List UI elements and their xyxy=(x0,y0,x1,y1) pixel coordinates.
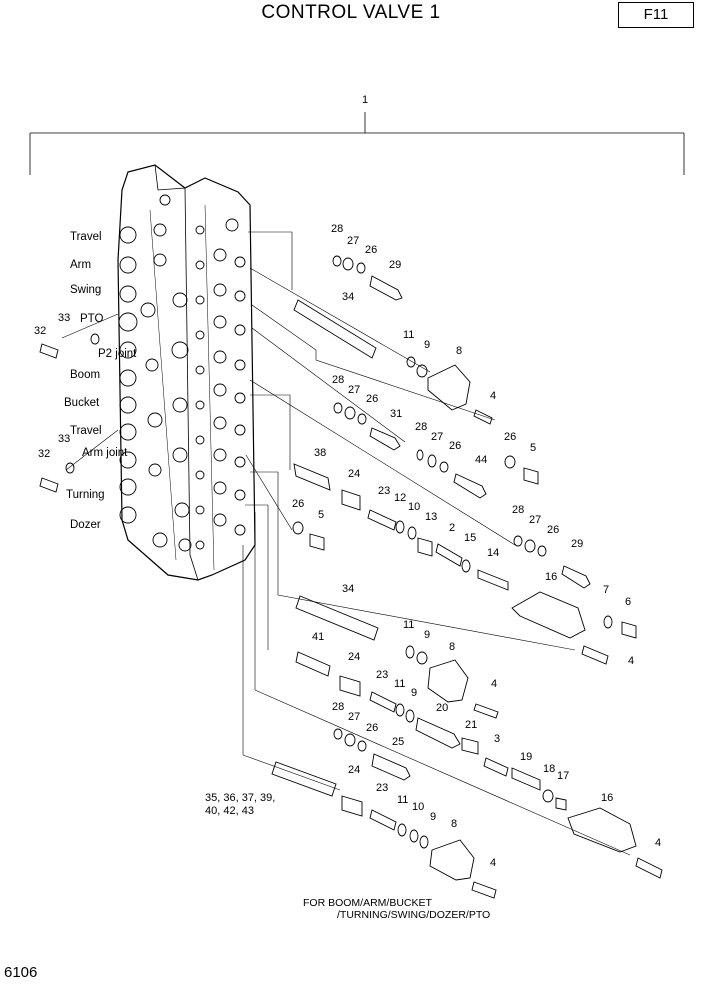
callout-32: 32 xyxy=(38,448,50,460)
label-p2-joint: P2 joint xyxy=(98,348,137,360)
callout-7: 7 xyxy=(603,584,609,596)
callout-9: 9 xyxy=(424,629,430,641)
callout-11: 11 xyxy=(394,678,405,690)
callout-9: 9 xyxy=(430,811,436,823)
footer-note-line1: FOR BOOM/ARM/BUCKET xyxy=(303,897,432,909)
callout-11: 11 xyxy=(403,329,414,341)
callout-27: 27 xyxy=(431,431,443,443)
callout-33: 33 xyxy=(58,433,70,445)
callout-13: 13 xyxy=(425,511,437,523)
callout-26: 26 xyxy=(292,498,304,510)
callout-26: 26 xyxy=(547,524,559,536)
callout-2: 2 xyxy=(449,522,455,534)
callout-28: 28 xyxy=(512,504,524,516)
callout-6: 6 xyxy=(625,596,631,608)
label-travel-top: Travel xyxy=(70,231,102,243)
callout-28: 28 xyxy=(332,701,344,713)
callout-26: 26 xyxy=(366,393,378,405)
callout-11: 11 xyxy=(397,794,408,806)
callout-28: 28 xyxy=(332,374,344,386)
callout-27: 27 xyxy=(347,235,359,247)
callout-11: 11 xyxy=(403,619,414,631)
callout-24: 24 xyxy=(348,468,360,480)
callout-3: 3 xyxy=(494,733,500,745)
callout-9: 9 xyxy=(424,339,430,351)
callout-32: 32 xyxy=(34,325,46,337)
page-code-box: F11 xyxy=(618,2,694,28)
callout-27: 27 xyxy=(348,384,360,396)
parts xyxy=(39,255,663,899)
callout-27: 27 xyxy=(348,711,360,723)
callout-10: 10 xyxy=(412,801,424,813)
callout-23: 23 xyxy=(376,669,388,681)
callout-8: 8 xyxy=(451,818,457,830)
callout-26: 26 xyxy=(504,431,516,443)
label-pto: PTO xyxy=(80,313,103,325)
callout-9: 9 xyxy=(411,687,417,699)
footer-note-line2: /TURNING/SWING/DOZER/PTO xyxy=(337,909,491,921)
label-arm-joint: Arm joint xyxy=(82,447,128,459)
label-turning: Turning xyxy=(66,489,105,501)
callout-23: 23 xyxy=(376,782,388,794)
callout-15: 15 xyxy=(464,532,476,544)
callout-26: 26 xyxy=(365,244,377,256)
callout-4: 4 xyxy=(491,678,497,690)
callout-8: 8 xyxy=(449,641,455,653)
callout-5: 5 xyxy=(530,442,536,454)
callout-14: 14 xyxy=(487,547,499,559)
callout-21: 21 xyxy=(465,719,477,731)
callout-4: 4 xyxy=(490,390,496,402)
callout-26: 26 xyxy=(449,440,461,452)
callout-5: 5 xyxy=(318,509,324,521)
multi-part-label: 35, 36, 37, 39, xyxy=(205,792,275,804)
callout-28: 28 xyxy=(415,421,427,433)
callout-24: 24 xyxy=(348,651,360,663)
multi-part-label-cont: 40, 42, 43 xyxy=(205,805,254,817)
label-arm: Arm xyxy=(70,259,91,271)
callout-44: 44 xyxy=(475,454,487,466)
callout-16: 16 xyxy=(545,571,557,583)
callout-26: 26 xyxy=(366,722,378,734)
callout-assembly: 1 xyxy=(362,94,368,106)
callout-24: 24 xyxy=(348,764,360,776)
callout-23: 23 xyxy=(378,485,390,497)
callout-4: 4 xyxy=(490,857,496,869)
label-travel-bottom: Travel xyxy=(70,425,102,437)
callout-38: 38 xyxy=(314,447,326,459)
callout-16: 16 xyxy=(601,792,613,804)
callout-29: 29 xyxy=(571,538,583,550)
callout-34: 34 xyxy=(342,583,354,595)
page-number: 6106 xyxy=(4,964,38,981)
callout-25: 25 xyxy=(392,736,404,748)
label-bucket: Bucket xyxy=(64,397,100,409)
valve-body xyxy=(117,164,256,581)
callout-10: 10 xyxy=(408,501,420,513)
label-boom: Boom xyxy=(70,369,100,381)
callout-17: 17 xyxy=(557,770,569,782)
leader-lines xyxy=(61,231,631,856)
callout-18: 18 xyxy=(543,763,555,775)
callout-33: 33 xyxy=(58,312,70,324)
callout-8: 8 xyxy=(456,345,462,357)
assembly-bracket xyxy=(29,112,685,175)
callout-31: 31 xyxy=(390,408,402,420)
callout-4: 4 xyxy=(655,837,661,849)
label-swing: Swing xyxy=(70,284,101,296)
callout-29: 29 xyxy=(389,259,401,271)
callout-41: 41 xyxy=(312,631,324,643)
label-dozer: Dozer xyxy=(70,519,101,531)
callout-28: 28 xyxy=(331,223,343,235)
callout-12: 12 xyxy=(394,492,406,504)
callout-34: 34 xyxy=(342,291,354,303)
page-title: CONTROL VALVE 1 xyxy=(261,2,441,23)
callout-20: 20 xyxy=(436,702,448,714)
callout-19: 19 xyxy=(520,751,532,763)
callout-27: 27 xyxy=(529,514,541,526)
callout-4: 4 xyxy=(628,655,634,667)
